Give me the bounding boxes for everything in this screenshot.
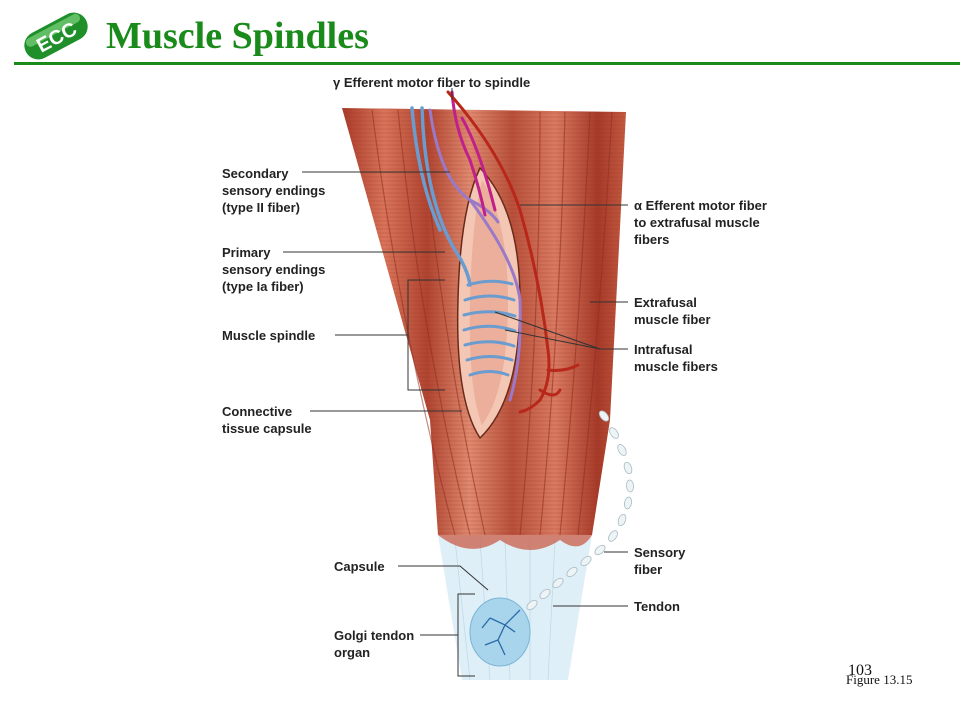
label-primary-2: sensory endings xyxy=(222,262,325,277)
leader-lines xyxy=(283,88,628,677)
ecc-logo: ECC xyxy=(24,12,88,60)
golgi-tendon-organ xyxy=(469,597,531,667)
label-extrafusal-1: Extrafusal xyxy=(634,295,697,310)
label-connective-2: tissue capsule xyxy=(222,421,312,436)
title-divider xyxy=(14,62,960,65)
label-gamma-efferent: γ Efferent motor fiber to spindle xyxy=(333,75,530,90)
label-intrafusal-1: Intrafusal xyxy=(634,342,693,357)
label-primary-3: (type Ia fiber) xyxy=(222,279,304,294)
primary-sensory-fiber xyxy=(410,106,472,287)
label-connective-1: Connective xyxy=(222,404,292,419)
secondary-sensory-fiber xyxy=(428,108,522,402)
gamma-motor-fiber xyxy=(450,90,497,217)
label-secondary-1: Secondary xyxy=(222,166,289,181)
figure-caption: Figure 13.15 xyxy=(846,672,913,687)
label-golgi-2: organ xyxy=(334,645,370,660)
label-primary-1: Primary xyxy=(222,245,271,260)
label-sensory-1: Sensory xyxy=(634,545,686,560)
label-golgi-1: Golgi tendon xyxy=(334,628,414,643)
label-alpha-2: to extrafusal muscle xyxy=(634,215,760,230)
label-secondary-2: sensory endings xyxy=(222,183,325,198)
label-capsule: Capsule xyxy=(334,559,385,574)
label-extrafusal-2: muscle fiber xyxy=(634,312,711,327)
label-muscle-spindle: Muscle spindle xyxy=(222,328,315,343)
page-number: 103 xyxy=(848,662,872,679)
label-intrafusal-2: muscle fibers xyxy=(634,359,718,374)
label-sensory-2: fiber xyxy=(634,562,662,577)
alpha-motor-fiber xyxy=(446,90,580,414)
label-alpha-1: α Efferent motor fiber xyxy=(634,198,767,213)
golgi-sensory-fiber xyxy=(526,410,634,611)
label-alpha-3: fibers xyxy=(634,232,669,247)
label-tendon: Tendon xyxy=(634,599,680,614)
page-title: Muscle Spindles xyxy=(106,15,369,57)
label-secondary-3: (type II fiber) xyxy=(222,200,300,215)
